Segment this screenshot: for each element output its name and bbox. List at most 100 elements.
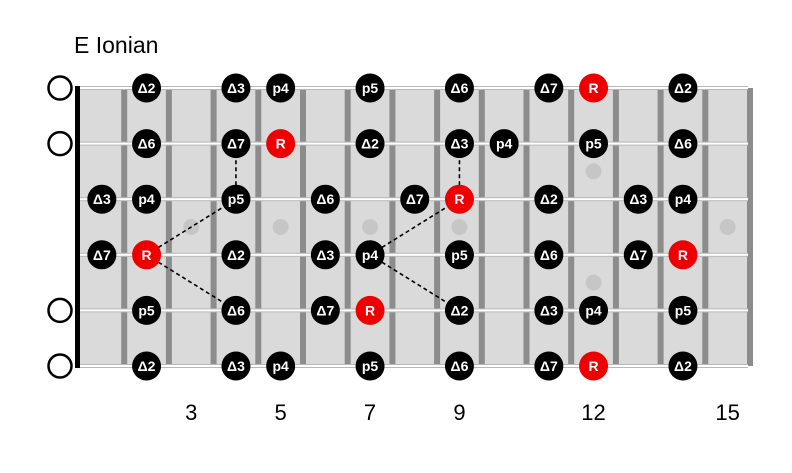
scale-note-dot <box>221 240 251 270</box>
note-label: p5 <box>675 302 692 318</box>
note-label: Δ3 <box>629 191 647 207</box>
note-label: Δ7 <box>93 247 111 263</box>
note-label: p4 <box>272 358 289 374</box>
note-label: R <box>454 191 464 207</box>
note-label: Δ6 <box>451 358 469 374</box>
scale-note-dot <box>534 351 564 381</box>
fret-wire <box>702 88 709 366</box>
scale-note-dot <box>310 240 340 270</box>
root-note-dot <box>579 351 609 381</box>
fret-wire <box>389 88 396 366</box>
scale-note-dot <box>534 184 564 214</box>
note-label: p4 <box>496 136 513 152</box>
note-label: p5 <box>451 247 468 263</box>
note-label: Δ3 <box>227 80 245 96</box>
scale-note-dot <box>444 240 474 270</box>
note-label: Δ2 <box>674 358 692 374</box>
note-label: Δ2 <box>451 302 469 318</box>
fret-number-label: 3 <box>185 400 197 425</box>
fret-inlay-dot <box>451 219 468 235</box>
scale-note-dot <box>221 73 251 103</box>
guitar-string <box>78 309 748 312</box>
scale-note-dot <box>444 295 474 325</box>
note-label: p4 <box>138 191 155 207</box>
note-label: Δ6 <box>451 80 469 96</box>
fret-wire <box>121 88 128 366</box>
fret-number-label: 9 <box>453 400 465 425</box>
fret-number-label: 12 <box>581 400 605 425</box>
scale-note-dot <box>444 73 474 103</box>
scale-note-dot <box>668 73 698 103</box>
note-label: R <box>276 136 286 152</box>
open-string-circle <box>47 130 73 157</box>
position-connector-line <box>146 254 237 312</box>
note-label: Δ7 <box>540 80 558 96</box>
scale-note-dot <box>221 184 251 214</box>
fret-number-label: 5 <box>275 400 287 425</box>
note-label: p4 <box>362 247 379 263</box>
fret-inlay-dot <box>585 274 602 291</box>
root-note-dot <box>579 73 609 103</box>
fret-inlay-dot <box>719 219 736 235</box>
note-label: Δ7 <box>540 358 558 374</box>
fret-inlay-dot <box>585 163 602 180</box>
scale-note-dot <box>489 129 519 159</box>
scale-note-dot <box>444 351 474 381</box>
note-label: Δ6 <box>674 136 692 152</box>
note-label: Δ2 <box>138 80 156 96</box>
note-label: p4 <box>585 302 602 318</box>
position-connector-line <box>369 254 460 312</box>
guitar-string <box>78 142 748 145</box>
note-label: p4 <box>272 80 289 96</box>
note-label: Δ3 <box>316 247 334 263</box>
note-label: Δ3 <box>227 358 245 374</box>
scale-note-dot <box>355 351 385 381</box>
note-label: Δ6 <box>316 191 334 207</box>
open-string-circle <box>47 297 73 324</box>
note-label: R <box>588 358 598 374</box>
note-label: Δ7 <box>629 247 647 263</box>
fret-wire <box>747 88 753 366</box>
open-string-circle <box>47 75 73 101</box>
scale-note-dot <box>87 184 117 214</box>
note-label: p5 <box>362 358 379 374</box>
fretboard-background <box>78 88 748 366</box>
position-connector-line <box>369 198 460 256</box>
scale-note-dot <box>668 351 698 381</box>
fret-wire <box>165 88 172 366</box>
note-label: Δ3 <box>540 302 558 318</box>
open-string-circle <box>47 353 73 379</box>
scale-note-dot <box>132 184 162 214</box>
scale-note-dot <box>668 184 698 214</box>
scale-note-dot <box>355 240 385 270</box>
fret-wire <box>344 88 351 366</box>
fret-wire <box>523 88 530 366</box>
fret-wire <box>568 88 575 366</box>
fret-inlay-dot <box>272 219 289 235</box>
scale-note-dot <box>221 351 251 381</box>
guitar-string <box>78 253 748 256</box>
note-label: Δ6 <box>227 302 245 318</box>
note-label: p5 <box>138 302 155 318</box>
note-label: p5 <box>585 136 602 152</box>
note-label: p4 <box>675 191 692 207</box>
scale-note-dot <box>221 295 251 325</box>
scale-note-dot <box>444 129 474 159</box>
note-label: R <box>678 247 688 263</box>
guitar-string <box>78 365 748 367</box>
note-label: Δ2 <box>540 191 558 207</box>
note-label: Δ6 <box>138 136 156 152</box>
scale-note-dot <box>355 129 385 159</box>
scale-note-dot <box>534 295 564 325</box>
note-label: Δ2 <box>361 136 379 152</box>
fret-wire <box>612 88 619 366</box>
scale-note-dot <box>623 184 653 214</box>
fret-wire <box>210 88 217 366</box>
note-label: Δ6 <box>540 247 558 263</box>
note-label: Δ7 <box>316 302 334 318</box>
root-note-dot <box>444 184 474 214</box>
root-note-dot <box>355 295 385 325</box>
note-label: Δ7 <box>227 136 245 152</box>
scale-note-dot <box>623 240 653 270</box>
diagram-title: E Ionian <box>74 32 159 58</box>
